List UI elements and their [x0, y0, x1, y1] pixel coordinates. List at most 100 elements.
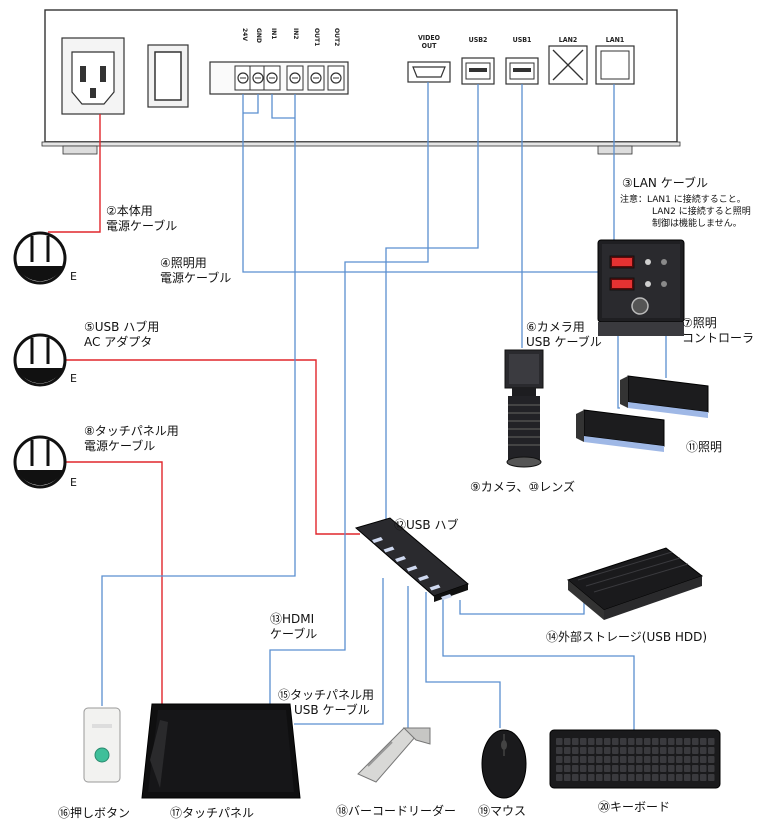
cable-hub-adapter: [48, 359, 360, 535]
label-camera-cable: ⑥カメラ用 USB ケーブル: [526, 320, 602, 350]
keyboard-key: [636, 774, 643, 781]
keyboard-key: [564, 774, 571, 781]
keyboard-key: [676, 774, 683, 781]
label-push-button: ⑯押しボタン: [58, 806, 131, 820]
keyboard-key: [644, 747, 651, 754]
keyboard-key: [596, 765, 603, 772]
keyboard-key: [564, 765, 571, 772]
label-light-power-line1: ④照明用: [160, 256, 207, 270]
keyboard-device: [549, 729, 721, 789]
terminal-label-out1: OUT1: [313, 28, 320, 47]
label-camera-cable-line2: USB ケーブル: [526, 335, 602, 349]
keyboard-key: [604, 765, 611, 772]
keyboard-key: [612, 756, 619, 763]
keyboard-key: [692, 747, 699, 754]
keyboard-key: [604, 738, 611, 745]
usb2-port: [461, 57, 495, 85]
keyboard-key: [684, 756, 691, 763]
mouse-device: [481, 729, 527, 799]
label-mouse: ⑲マウス: [478, 804, 527, 818]
terminal-label-gnd: GND: [255, 28, 262, 43]
keyboard-key: [660, 747, 667, 754]
lan1-port: [595, 45, 635, 85]
terminal-label-24v: 24V: [241, 28, 248, 41]
keyboard-key: [708, 774, 715, 781]
terminal-label-in2: IN2: [292, 28, 299, 40]
keyboard-key: [660, 774, 667, 781]
keyboard-key: [652, 756, 659, 763]
barcode-reader-device: [357, 727, 431, 783]
label-barcode-reader: ⑱バーコードリーダー: [336, 804, 457, 818]
keyboard-key: [612, 765, 619, 772]
keyboard-key: [676, 765, 683, 772]
keyboard-key: [604, 774, 611, 781]
keyboard-key: [620, 765, 627, 772]
hub-port: [441, 594, 452, 600]
keyboard-key: [620, 747, 627, 754]
keyboard-key: [556, 738, 563, 745]
keyboard-key: [700, 765, 707, 772]
lan2-port: [548, 45, 588, 85]
cable-main-power: [48, 114, 101, 233]
keyboard-key: [556, 774, 563, 781]
outlet-2-label: E: [70, 372, 77, 385]
port-label-lan1: LAN1: [605, 36, 625, 44]
label-light-power-line2: 電源ケーブル: [160, 271, 232, 285]
terminal-block: [209, 61, 349, 95]
keyboard-key: [564, 738, 571, 745]
keyboard-key: [628, 774, 635, 781]
keyboard-key: [652, 765, 659, 772]
cable-mouse: [425, 592, 501, 728]
keyboard-key: [572, 756, 579, 763]
keyboard-key: [572, 774, 579, 781]
keyboard-key: [588, 774, 595, 781]
keyboard-key: [668, 738, 675, 745]
cable-hdd: [459, 598, 585, 615]
hub-port: [383, 546, 395, 553]
keyboard-key: [612, 774, 619, 781]
label-camera-cable-line1: ⑥カメラ用: [526, 320, 585, 334]
label-touch-usb-line1: ⑮タッチパネル用: [278, 688, 375, 702]
keyboard-key: [620, 738, 627, 745]
keyboard-key: [660, 765, 667, 772]
keyboard-key: [572, 747, 579, 754]
keyboard-key: [644, 774, 651, 781]
keyboard-key: [588, 756, 595, 763]
cable-touch-power: [48, 461, 163, 706]
hub-port: [395, 556, 406, 562]
keyboard-key: [556, 756, 563, 763]
keyboard-key: [556, 765, 563, 772]
keyboard-key: [628, 747, 635, 754]
label-hdmi: ⑬HDMI ケーブル: [270, 612, 317, 642]
ac-inlet: [61, 37, 125, 115]
keyboard-key: [628, 738, 635, 745]
keyboard-key: [564, 747, 571, 754]
video-out-port: [407, 61, 451, 83]
keyboard-key: [676, 738, 683, 745]
label-light-controller: ⑦照明 コントローラ: [682, 316, 754, 346]
keyboard-key: [652, 738, 659, 745]
keyboard-key: [580, 738, 587, 745]
keyboard-key: [668, 774, 675, 781]
keyboard-key: [676, 747, 683, 754]
cable-touch-usb: [294, 578, 384, 725]
hub-port: [372, 537, 383, 543]
keyboard-key: [556, 747, 563, 754]
label-lan-note-line2: LAN2 に接続すると照明: [652, 207, 751, 217]
keyboard-key: [636, 747, 643, 754]
outlet-2: [13, 333, 67, 387]
port-label-usb2: USB2: [468, 36, 488, 44]
label-touch-usb-line2: USB ケーブル: [294, 703, 370, 717]
label-hub-adapter-line1: ⑤USB ハブ用: [84, 320, 160, 334]
terminal-label-in1: IN1: [270, 28, 277, 40]
keyboard-key: [620, 756, 627, 763]
light-controller: [597, 239, 685, 336]
keyboard-key: [588, 747, 595, 754]
keyboard-key: [604, 756, 611, 763]
keyboard-key: [612, 738, 619, 745]
keyboard-key: [684, 747, 691, 754]
keyboard-key: [636, 738, 643, 745]
usb-hub-device: [354, 517, 469, 602]
label-lan-note: 注意：LAN1 に接続すること。 LAN2 に接続すると照明 制御は機能しません…: [620, 194, 751, 230]
